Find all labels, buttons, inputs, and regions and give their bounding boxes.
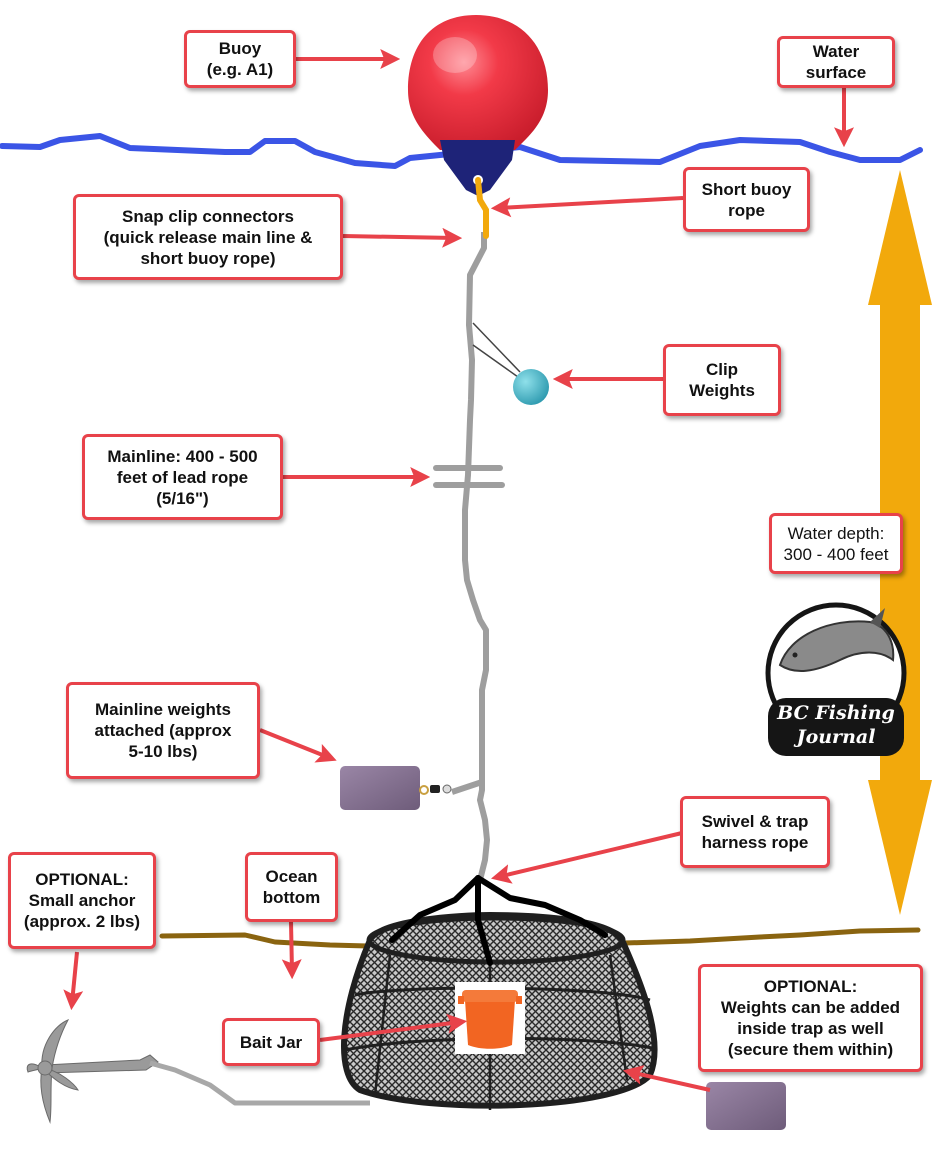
- arrow-short-buoy-rope: [490, 196, 684, 218]
- anchor-icon: [26, 1019, 159, 1124]
- callout-clip-weights: Clip Weights: [663, 344, 781, 416]
- callout-swivel-harness: Swivel & trap harness rope: [680, 796, 830, 868]
- trap-lead-weight-icon: [706, 1082, 786, 1130]
- logo-subtitle: Journal: [796, 726, 876, 748]
- trap-harness-rope: [389, 875, 608, 966]
- bc-fishing-journal-logo: [765, 602, 907, 756]
- clip-weight-icon: [472, 322, 549, 405]
- callout-mainline: Mainline: 400 - 500 feet of lead rope (5…: [82, 434, 283, 520]
- logo-title: BC Fishing: [777, 702, 895, 724]
- anchor-rope: [149, 1060, 370, 1106]
- callout-buoy: Buoy (e.g. A1): [184, 30, 296, 88]
- water-surface-line: [0, 133, 923, 169]
- callout-short-buoy-rope: Short buoy rope: [683, 167, 810, 232]
- callout-arrows: [63, 49, 854, 1092]
- ocean-bottom-line: [159, 927, 921, 949]
- arrow-mainline-weights: [259, 728, 337, 763]
- callout-ocean-bottom: Ocean bottom: [245, 852, 338, 922]
- callout-optional-weights: OPTIONAL: Weights can be added inside tr…: [698, 964, 923, 1072]
- arrow-optional-weights: [622, 1065, 711, 1092]
- callout-snap-clip-connectors: Snap clip connectors (quick release main…: [73, 194, 343, 280]
- arrow-ocean-bottom: [281, 921, 302, 980]
- arrow-swivel: [490, 831, 683, 884]
- arrow-bait-jar: [319, 1013, 468, 1042]
- arrow-optional-anchor: [63, 951, 84, 1011]
- mainline-lead-weight-icon: [340, 766, 483, 810]
- leaping-salmon-icon: [778, 608, 895, 672]
- callout-water-depth: Water depth: 300 - 400 feet: [769, 513, 903, 574]
- callout-optional-anchor: OPTIONAL: Small anchor (approx. 2 lbs): [8, 852, 156, 949]
- bait-jar-icon: [455, 982, 525, 1054]
- callout-mainline-weights: Mainline weights attached (approx 5-10 l…: [66, 682, 260, 779]
- callout-bait-jar: Bait Jar: [222, 1018, 320, 1066]
- mainline-rope: [462, 232, 490, 881]
- short-buoy-rope: [475, 177, 489, 239]
- buoy-icon: [408, 15, 548, 196]
- callout-water-surface: Water surface: [777, 36, 895, 88]
- arrow-snap-clip: [342, 227, 463, 248]
